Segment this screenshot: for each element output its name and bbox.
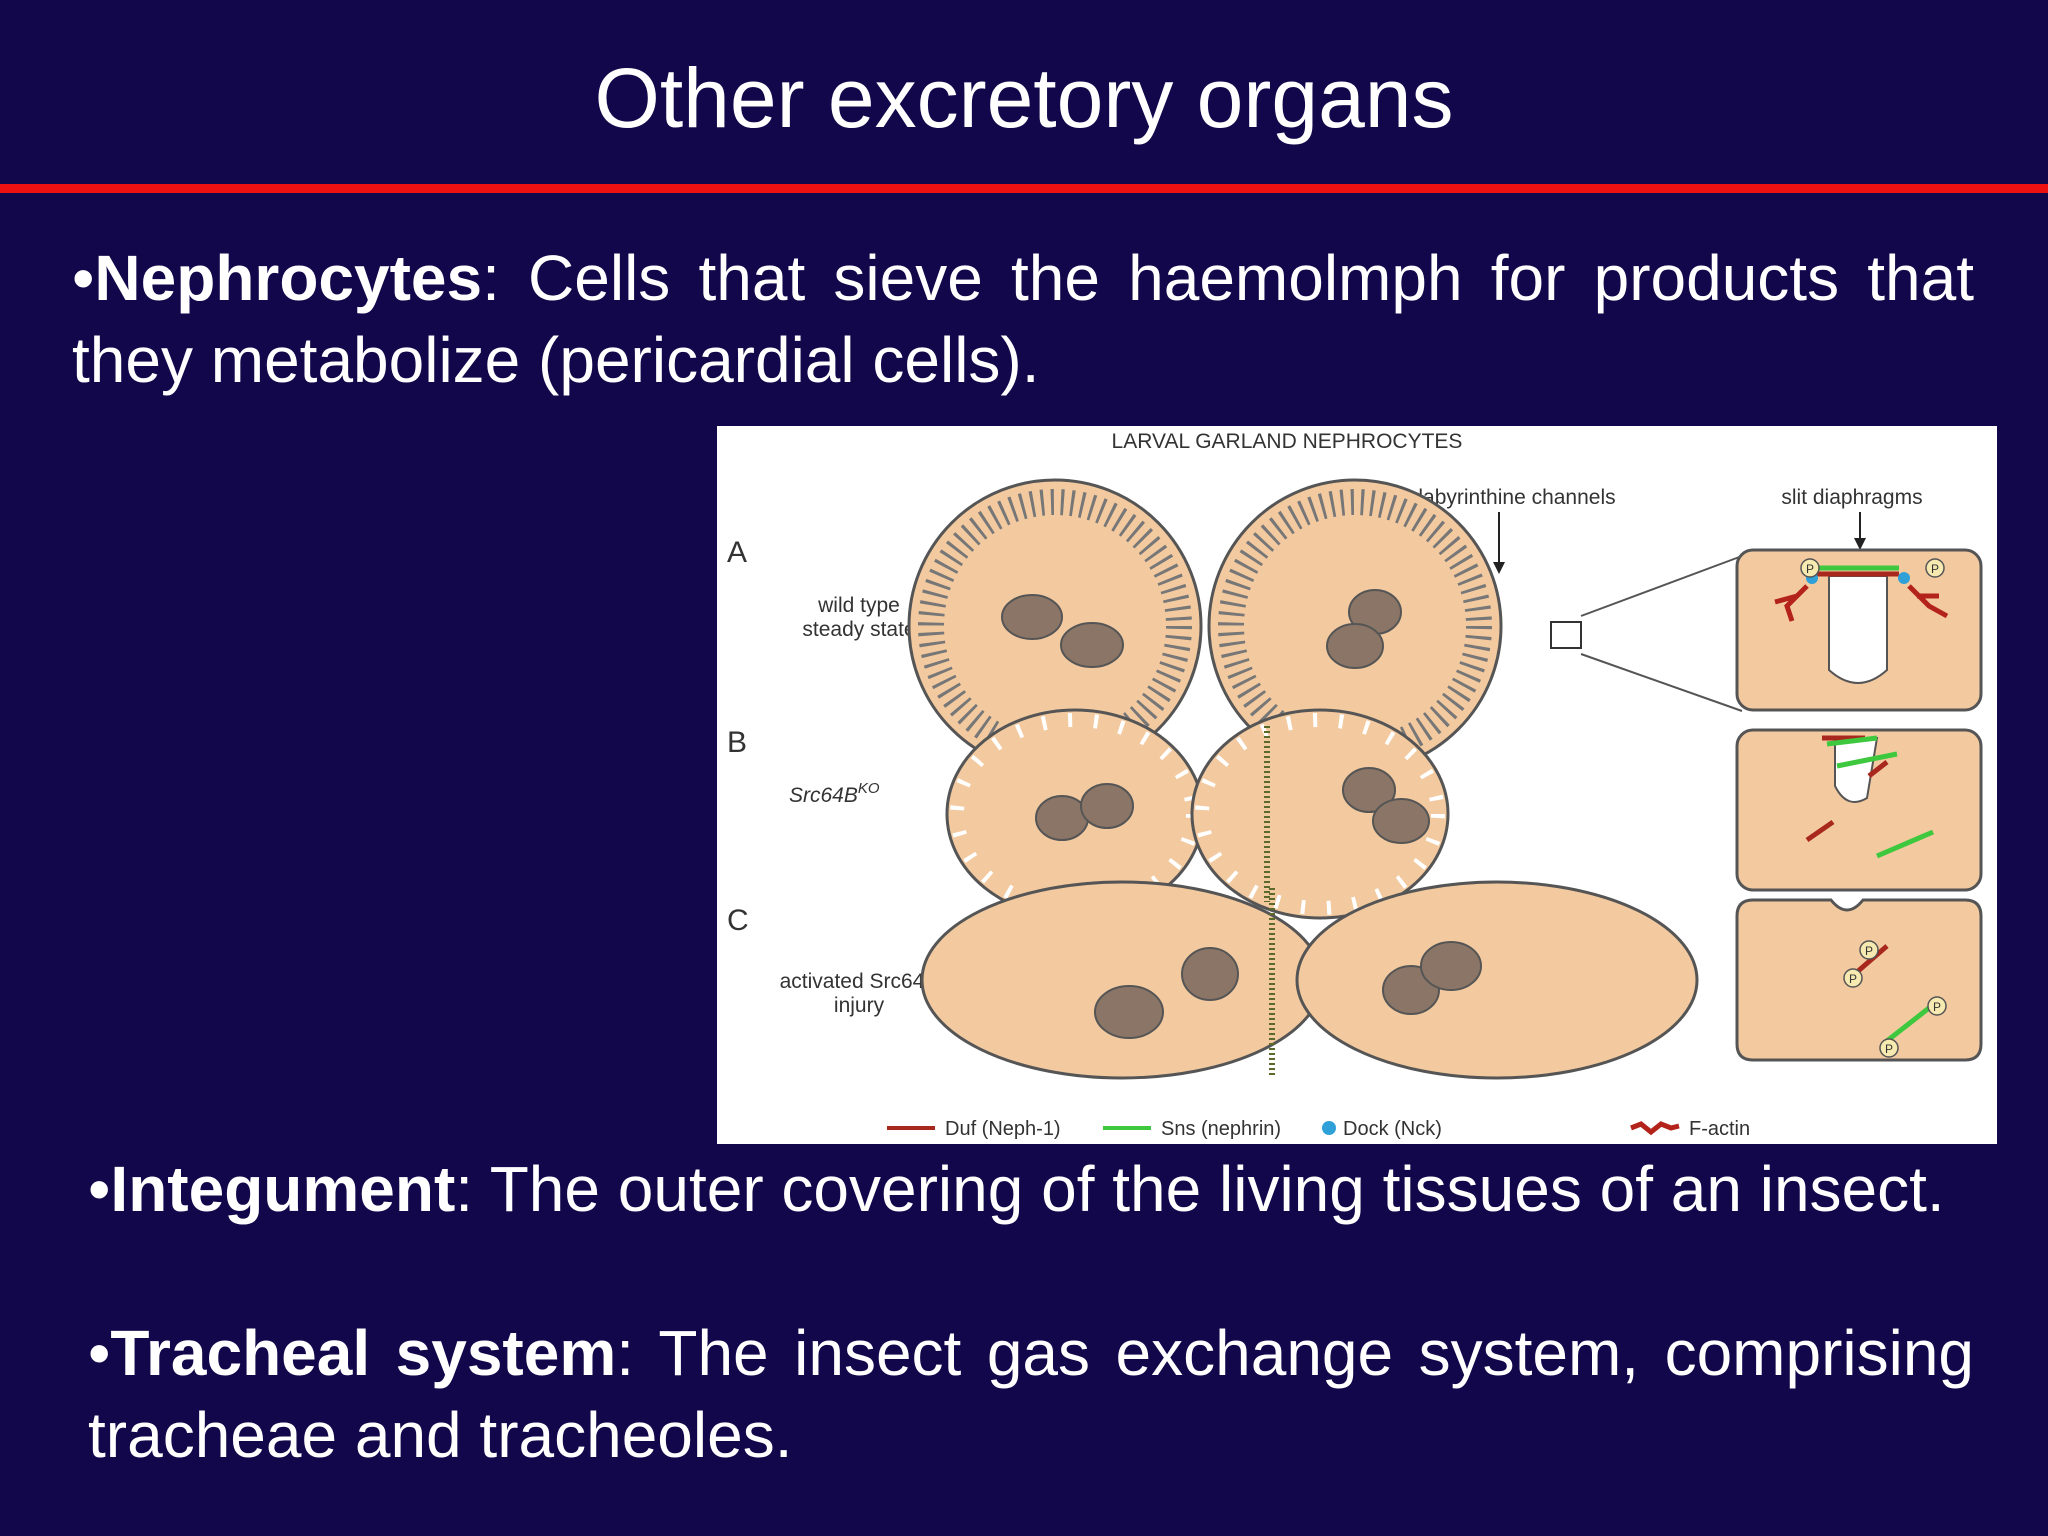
phospho-label: P (1849, 972, 1857, 986)
panel-c-label-2: injury (834, 994, 885, 1017)
bullet-marker: • (88, 1153, 111, 1225)
bullet-text: : Cells that sieve the haemolmph for pro… (72, 242, 1974, 396)
bullet-tracheal-system: •Tracheal system: The insect gas exchang… (88, 1312, 1974, 1476)
bullet-nephrocytes: •Nephrocytes: Cells that sieve the haemo… (72, 237, 1974, 401)
phospho-marker (1925, 558, 1945, 578)
phospho-label: P (1931, 562, 1939, 576)
legend-label-dock: Dock (Nck) (1343, 1118, 1442, 1140)
annotation-slit-diaphragms: slit diaphragms (1781, 486, 1922, 509)
legend-label-duf: Duf (Neph-1) (945, 1118, 1061, 1140)
panel-letter-b: B (727, 726, 747, 759)
f-actin (1774, 584, 1809, 622)
duf-protein (1867, 760, 1889, 778)
panel-a-label-2: steady state (802, 618, 915, 641)
panel-a-label-1: wild type (817, 594, 900, 617)
title-divider (0, 184, 2048, 193)
zoom-line-top (1580, 555, 1743, 617)
nucleus (1420, 941, 1482, 991)
panel-c-cells (920, 880, 1699, 1080)
legend-swatch-dock (1322, 1121, 1336, 1135)
labyrinthine-channels-right (1218, 489, 1492, 763)
bullet-integument: •Integument: The outer covering of the l… (88, 1148, 1974, 1230)
sns-protein (1826, 735, 1878, 747)
legend-swatch-factin (1630, 1121, 1680, 1136)
zoom-line-bottom (1580, 653, 1743, 712)
slit-arrow-head (1854, 538, 1866, 550)
bullet-text: : The insect gas exchange system, compri… (88, 1317, 1975, 1471)
figure-svg: LARVAL GARLAND NEPHROCYTES labyrinthine … (727, 430, 1983, 1140)
f-actin (1907, 584, 1949, 619)
nucleus (1001, 594, 1063, 640)
bullet-text: : The outer covering of the living tissu… (455, 1153, 1945, 1225)
phospho-label: P (1933, 1000, 1941, 1014)
phospho-marker (1879, 1038, 1899, 1058)
annotation-labyrinthine: labyrinthine channels (1418, 486, 1615, 509)
phospho-marker (1843, 968, 1863, 988)
activated-cell-right (1295, 880, 1699, 1080)
panel-a-cells (907, 478, 1743, 774)
legend-label-sns: Sns (nephrin) (1161, 1118, 1281, 1140)
nucleus (1326, 623, 1384, 669)
bullet-term: Nephrocytes (94, 242, 483, 314)
sns-protein (1876, 829, 1934, 859)
phospho-marker (1927, 996, 1947, 1016)
phospho-marker (1859, 940, 1879, 960)
duf-protein (1805, 819, 1835, 843)
panel-b-cells (945, 708, 1450, 920)
figure-title: LARVAL GARLAND NEPHROCYTES (1112, 430, 1463, 453)
nucleus (1342, 767, 1396, 813)
legend-label-factin: F-actin (1689, 1118, 1750, 1140)
nucleus (1060, 622, 1124, 668)
nucleus (1372, 798, 1430, 844)
bullet-marker: • (88, 1317, 111, 1389)
panel-b-label: Src64BKO (789, 780, 880, 807)
inset-a-channel (1828, 575, 1888, 684)
panel-letter-c: C (727, 904, 749, 937)
bullet-term: Tracheal system (110, 1317, 617, 1389)
nephrocyte-figure: LARVAL GARLAND NEPHROCYTES labyrinthine … (717, 426, 1997, 1144)
phospho-marker (1800, 558, 1820, 578)
labyrinthine-channels-left (918, 489, 1192, 763)
zoom-box (1550, 621, 1582, 649)
src64b-ko-cell-right (1190, 708, 1450, 920)
phospho-label: P (1806, 562, 1814, 576)
panel-b-label-base: Src64B (789, 784, 858, 807)
activated-cell-left (920, 880, 1324, 1080)
labyrinthine-arrow-head (1493, 562, 1505, 574)
bullet-marker: • (72, 242, 95, 314)
bullet-term: Integument (110, 1153, 456, 1225)
panel-letter-a: A (727, 536, 747, 569)
nucleus (1035, 795, 1089, 841)
zoom-insets: P P P P P P (1735, 548, 1983, 1062)
panel-b-label-sup: KO (858, 780, 880, 797)
inset-b (1735, 728, 1983, 892)
phospho-label: P (1885, 1042, 1893, 1056)
nucleus (1181, 947, 1239, 1001)
panel-c-label-1: activated Src64B (780, 970, 939, 993)
reduced-channels-right (1195, 713, 1445, 915)
dock-protein (1898, 572, 1910, 584)
nucleus (1080, 783, 1134, 829)
phospho-label: P (1865, 944, 1873, 958)
figure-legend: Duf (Neph-1) Sns (nephrin) Dock (Nck) F-… (887, 1118, 1750, 1140)
nucleus (1094, 985, 1164, 1039)
sns-protein (1836, 751, 1898, 769)
sns-protein (1881, 1006, 1931, 1046)
inset-b-channel (1834, 737, 1879, 803)
slide-title: Other excretory organs (594, 51, 1454, 145)
